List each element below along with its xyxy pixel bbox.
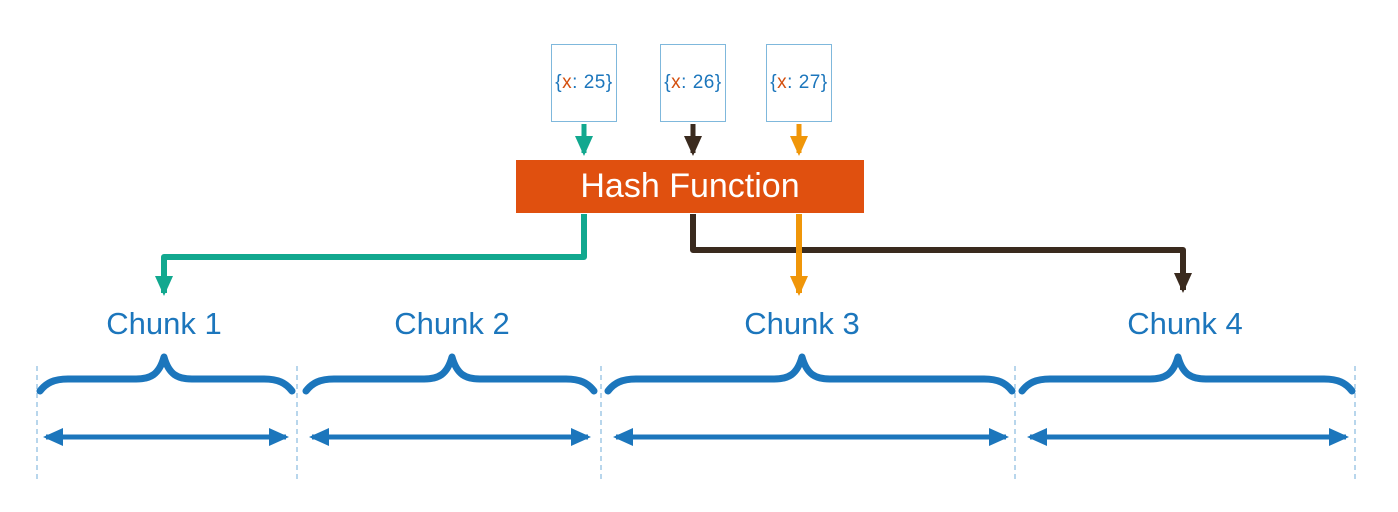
document-text: {x: 27} (770, 72, 827, 94)
doc-field: x (777, 72, 788, 93)
document-box-1: {x: 25} (551, 44, 617, 122)
doc-value: : 25} (572, 72, 613, 93)
hash-function-label: Hash Function (580, 167, 800, 205)
chunk2-brace (302, 353, 598, 395)
chunk-4-label: Chunk 4 (1127, 306, 1243, 341)
doc-value: : 27} (787, 72, 828, 93)
hash-function-box: Hash Function (516, 160, 864, 213)
doc-open-brace: { (664, 72, 672, 93)
arrow-hash-to-chunk1 (155, 214, 587, 296)
document-text: {x: 26} (664, 72, 721, 94)
chunk-3-label: Chunk 3 (744, 306, 860, 341)
doc-field: x (671, 72, 682, 93)
chunk3-brace (604, 353, 1016, 395)
doc-open-brace: { (770, 72, 778, 93)
chunk-1-label: Chunk 1 (106, 306, 222, 341)
document-text: {x: 25} (555, 72, 612, 94)
doc-value: : 26} (681, 72, 722, 93)
doc-open-brace: { (555, 72, 563, 93)
document-box-2: {x: 26} (660, 44, 726, 122)
doc-field: x (562, 72, 573, 93)
chunk4-brace (1018, 353, 1356, 395)
chunk-2-label: Chunk 2 (394, 306, 510, 341)
document-box-3: {x: 27} (766, 44, 832, 122)
chunk1-brace (36, 353, 296, 395)
arrow-hash-to-chunk4 (690, 214, 1192, 293)
